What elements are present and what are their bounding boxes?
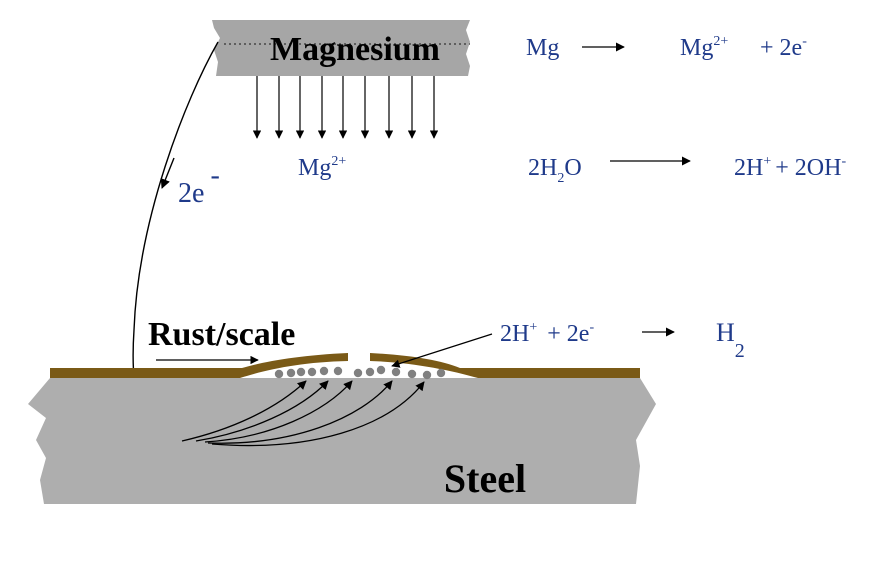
particle [353,368,363,378]
particle [286,368,296,378]
ion-release-arrows [252,76,439,139]
particle [296,367,306,377]
steel-body [28,378,656,504]
electron-flow-arrow [160,157,175,189]
water-products: 2H++ 2OH- [734,154,846,181]
particle [436,368,446,378]
anode-reaction: Mg Mg2+ + 2e- [526,34,807,61]
particle [422,370,432,380]
current-path [195,380,329,442]
particle [376,365,386,375]
particle [407,369,417,379]
current-paths [181,380,425,447]
current-path [207,380,393,444]
particle [333,366,343,376]
particle [274,369,284,379]
cathode-reactants: 2H++ 2e- [500,320,594,347]
rust-layer-left [50,353,348,378]
rust-layer-right [370,353,640,378]
current-path [211,381,425,447]
anode-reactant: Mg [526,35,559,61]
cathode-reaction: 2H++ 2e- H2 [500,318,745,362]
particle [365,367,375,377]
electron-label: 2e- [178,160,220,209]
magnesium-anode [212,20,470,76]
current-path [204,380,353,443]
anode-electrons: + 2e- [760,34,807,61]
particle [319,366,329,376]
steel-label: Steel [444,456,526,501]
cathode-product: H2 [716,318,745,362]
particle [307,367,317,377]
mg-ion-label: Mg2+ [298,154,346,181]
anode-product: Mg2+ [680,34,728,61]
magnesium-label: Magnesium [270,31,440,68]
rust-scale-label: Rust/scale [148,316,295,353]
current-path [181,380,307,442]
water-reaction: 2H2O 2H++ 2OH- [528,154,846,186]
hydrogen-pointer-arrow [391,333,493,368]
particles [274,365,446,380]
water-reactant: 2H2O [528,155,582,186]
particle [391,367,401,377]
